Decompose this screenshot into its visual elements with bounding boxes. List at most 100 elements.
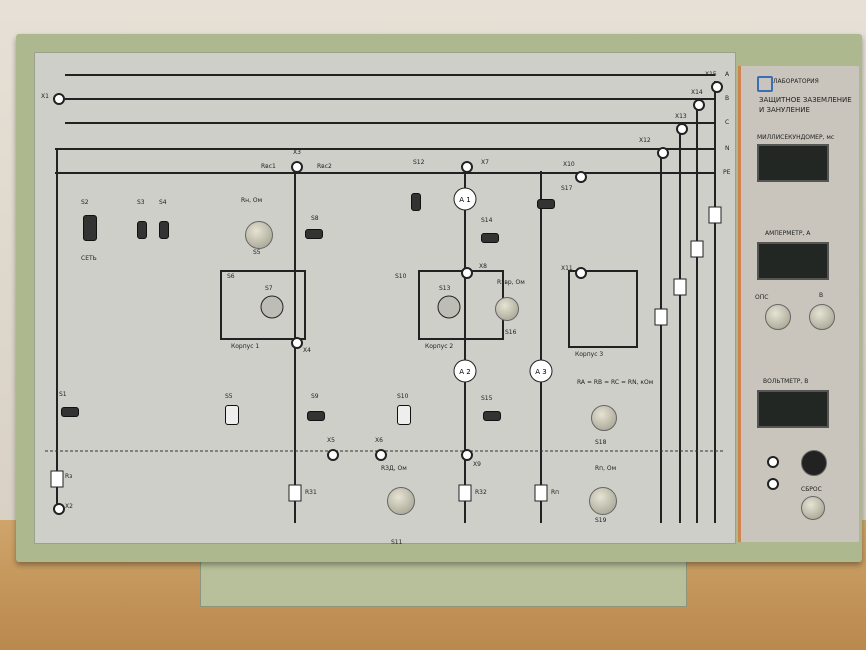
knob-s5-rn[interactable] bbox=[245, 221, 273, 249]
label-x2: X2 bbox=[65, 503, 73, 510]
millisecond-display bbox=[757, 144, 829, 182]
rz-resistor bbox=[50, 470, 64, 488]
toggle-s9[interactable] bbox=[307, 411, 325, 421]
label-phase-b: B bbox=[725, 95, 730, 102]
label-voltmeter: ВОЛЬТМЕТР, В bbox=[763, 378, 809, 385]
ra-resistor bbox=[708, 206, 722, 224]
timer-range-knob[interactable] bbox=[801, 450, 827, 476]
label-phase-pe: PE bbox=[723, 169, 731, 176]
terminal-x1[interactable] bbox=[53, 93, 65, 105]
label-s15: S15 bbox=[481, 395, 493, 402]
terminal-x13[interactable] bbox=[676, 123, 688, 135]
r31-resistor bbox=[288, 484, 302, 502]
ammeter-a3-symbol bbox=[529, 359, 553, 383]
terminal-x12[interactable] bbox=[657, 147, 669, 159]
label-korpus2: Корпус 2 bbox=[425, 343, 454, 350]
module-title-line1: ЗАЩИТНОЕ ЗАЗЕМЛЕНИЕ bbox=[759, 96, 852, 104]
rc-resistor bbox=[673, 278, 687, 296]
toggle-s15[interactable] bbox=[483, 411, 501, 421]
label-korpus1: Корпус 1 bbox=[231, 343, 260, 350]
label-s12: S12 bbox=[413, 159, 425, 166]
terminal-x8[interactable] bbox=[461, 267, 473, 279]
toggle-s17[interactable] bbox=[537, 199, 555, 209]
label-s2: S2 bbox=[81, 199, 89, 206]
toggle-s3[interactable] bbox=[137, 221, 147, 239]
label-rzv: Rзвр, Ом bbox=[497, 279, 525, 286]
label-reset: СБРОС bbox=[801, 486, 822, 493]
terminal-x4[interactable] bbox=[291, 337, 303, 349]
knob-s18-ra[interactable] bbox=[591, 405, 617, 431]
korpus1-box bbox=[220, 270, 306, 340]
timer-input-terminal-2[interactable] bbox=[767, 478, 779, 490]
label-x11: X11 bbox=[561, 265, 573, 272]
terminal-x7[interactable] bbox=[461, 161, 473, 173]
toggle-s8[interactable] bbox=[305, 229, 323, 239]
label-s6: S6 bbox=[227, 273, 235, 280]
label-rvs1: Rвс1 bbox=[261, 163, 276, 170]
terminal-x9[interactable] bbox=[461, 449, 473, 461]
label-s5-bottom: S5 bbox=[225, 393, 233, 400]
label-set: СЕТЬ bbox=[81, 255, 97, 262]
label-rvs2: Rвс2 bbox=[317, 163, 332, 170]
label-x7: X7 bbox=[481, 159, 489, 166]
reset-button[interactable] bbox=[801, 496, 825, 520]
label-range-b: В bbox=[819, 292, 824, 299]
label-x14: X14 bbox=[691, 89, 703, 96]
label-x9: X9 bbox=[473, 461, 481, 468]
label-r31: R31 bbox=[305, 489, 317, 496]
terminal-x2[interactable] bbox=[53, 503, 65, 515]
label-rp-res: Rп bbox=[551, 489, 560, 496]
label-ammeter: АМПЕРМЕТР, А bbox=[765, 230, 811, 237]
label-s19: S19 bbox=[595, 517, 607, 524]
rb-resistor bbox=[690, 240, 704, 258]
toggle-s1[interactable] bbox=[61, 407, 79, 417]
rn-resistor bbox=[654, 308, 668, 326]
label-phase-n: N bbox=[725, 145, 730, 152]
toggle-s4[interactable] bbox=[159, 221, 169, 239]
ammeter-a2-symbol bbox=[453, 359, 477, 383]
knob-s11-rzd[interactable] bbox=[387, 487, 415, 515]
terminal-x11[interactable] bbox=[575, 267, 587, 279]
toggle-s10-bottom[interactable] bbox=[397, 405, 411, 425]
label-rn: Rн, Ом bbox=[241, 197, 263, 204]
voltmeter-range-knob[interactable] bbox=[809, 304, 835, 330]
stand-base bbox=[200, 560, 687, 607]
terminal-x15[interactable] bbox=[711, 81, 723, 93]
label-s5: S5 bbox=[253, 249, 261, 256]
knob-s19-rp[interactable] bbox=[589, 487, 617, 515]
logo-text: ЛАБОРАТОРИЯ bbox=[773, 78, 819, 85]
label-s7: S7 bbox=[265, 285, 273, 292]
label-s18: S18 bbox=[595, 439, 607, 446]
label-s11: S11 bbox=[391, 539, 403, 546]
label-rz: Rз bbox=[65, 473, 73, 480]
a3-text: A 3 bbox=[535, 368, 546, 376]
label-s4: S4 bbox=[159, 199, 167, 206]
knob-s16-rzv[interactable] bbox=[495, 297, 519, 321]
label-ra-eq: RA = RB = RC = RN, кОм bbox=[577, 379, 654, 386]
label-s10: S10 bbox=[395, 273, 407, 280]
ammeter-display bbox=[757, 242, 829, 280]
toggle-s5[interactable] bbox=[225, 405, 239, 425]
timer-input-terminal-1[interactable] bbox=[767, 456, 779, 468]
label-x6: X6 bbox=[375, 437, 383, 444]
toggle-s12[interactable] bbox=[411, 193, 421, 211]
toggle-s14[interactable] bbox=[481, 233, 499, 243]
voltmeter-display bbox=[757, 390, 829, 428]
a2-text: A 2 bbox=[459, 368, 470, 376]
label-x8: X8 bbox=[479, 263, 487, 270]
mains-switch-s2[interactable] bbox=[83, 215, 97, 241]
rp-resistor bbox=[534, 484, 548, 502]
terminal-x3[interactable] bbox=[291, 161, 303, 173]
label-x10: X10 bbox=[563, 161, 575, 168]
terminal-x14[interactable] bbox=[693, 99, 705, 111]
terminal-x5[interactable] bbox=[327, 449, 339, 461]
label-s3: S3 bbox=[137, 199, 145, 206]
a1-text: A 1 bbox=[459, 196, 470, 204]
label-x4: X4 bbox=[303, 347, 311, 354]
label-x12: X12 bbox=[639, 137, 651, 144]
ammeter-range-knob[interactable] bbox=[765, 304, 791, 330]
label-rzd: RЗД, Ом bbox=[381, 465, 407, 472]
s13-rotary bbox=[437, 295, 461, 319]
terminal-x10[interactable] bbox=[575, 171, 587, 183]
terminal-x6[interactable] bbox=[375, 449, 387, 461]
